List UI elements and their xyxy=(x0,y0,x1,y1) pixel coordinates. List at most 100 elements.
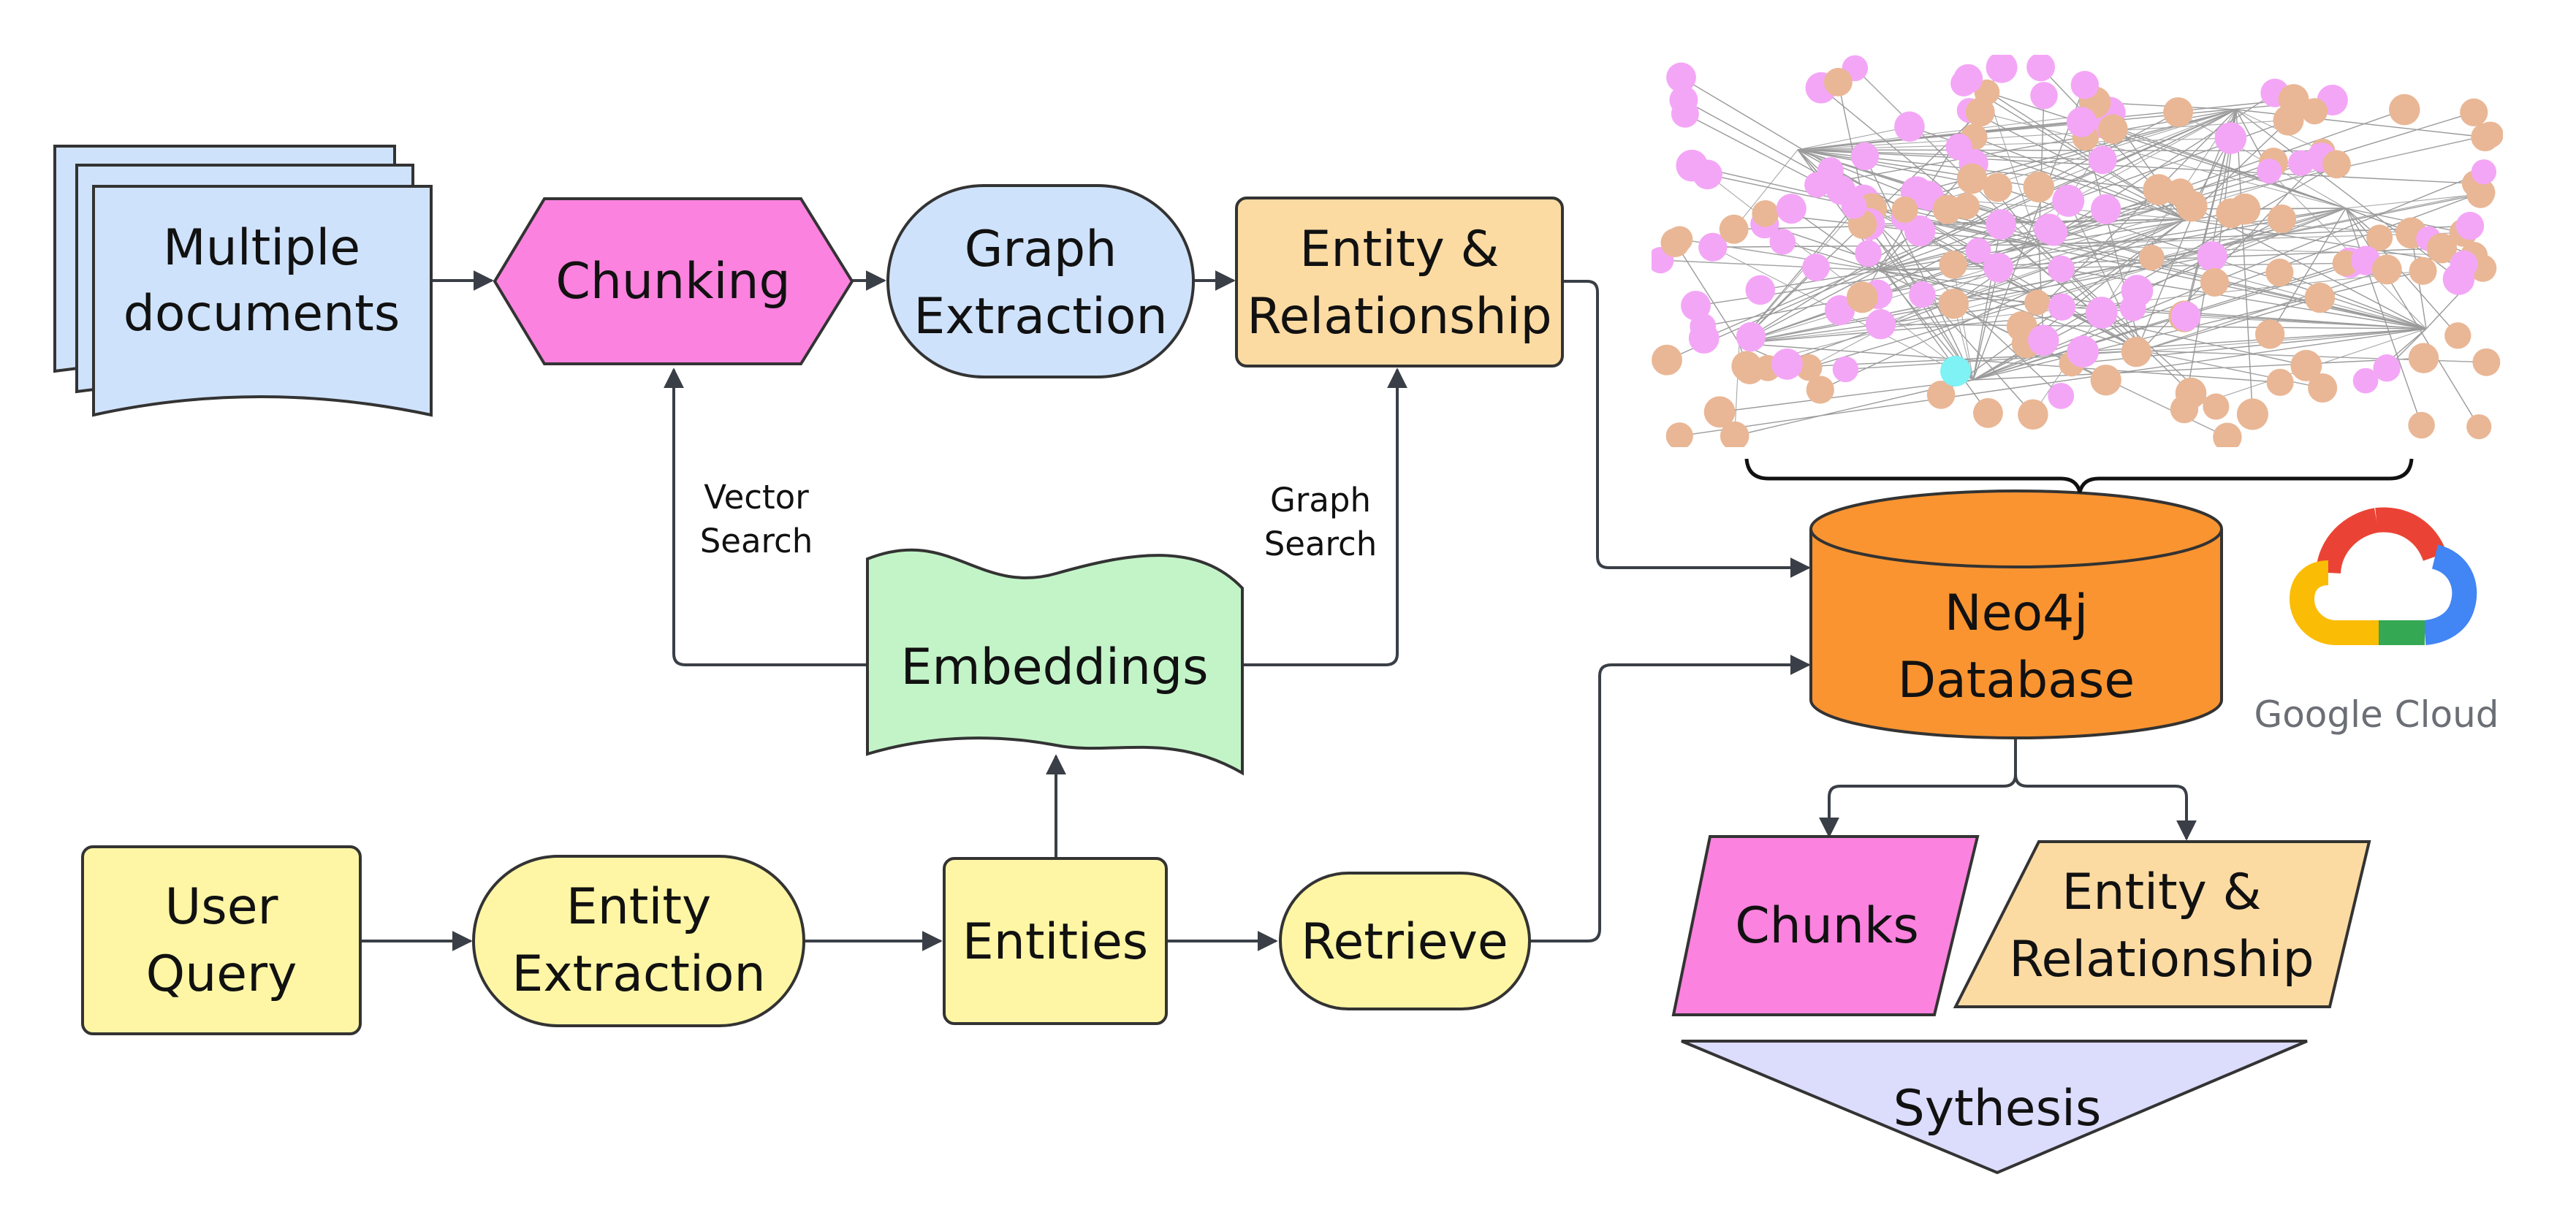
documents-node: Multiple documents xyxy=(53,145,433,417)
user-query-node: User Query xyxy=(81,845,362,1035)
graph-node xyxy=(2034,213,2064,244)
graph-edge xyxy=(1922,218,2186,295)
graph-node xyxy=(2450,250,2478,278)
graph-node xyxy=(1850,142,1880,171)
graph-node xyxy=(2426,233,2458,264)
graph-edge xyxy=(1820,218,2186,391)
entity-relationship-top-line2: Relationship xyxy=(1247,288,1551,346)
graph-edge xyxy=(2140,297,2320,351)
graph-node xyxy=(1720,421,1749,447)
graph-node xyxy=(1894,111,1925,142)
graph-edge xyxy=(2135,109,2237,352)
graph-node xyxy=(2460,98,2488,126)
graph-edge xyxy=(2345,207,2458,336)
graph-node xyxy=(1669,85,1698,115)
graph-nodes xyxy=(1652,55,2503,447)
graph-node xyxy=(1665,422,1693,447)
graph-edge xyxy=(1980,111,2347,209)
graph-node xyxy=(2408,343,2439,373)
edges xyxy=(360,270,2197,951)
graph-node xyxy=(1953,64,1983,94)
graph-node xyxy=(1986,209,2017,240)
chunking-node: Chunking xyxy=(493,197,854,365)
graph-node xyxy=(2070,71,2100,99)
documents-label-line2: documents xyxy=(124,285,400,343)
documents-label-line1: Multiple xyxy=(163,219,360,277)
graph-node xyxy=(1745,275,1776,305)
graph-node xyxy=(2308,373,2338,403)
graph-node xyxy=(1953,193,1980,220)
graph-edge xyxy=(1739,312,2102,344)
edge-neo4j-to-entity-relationship-bottom xyxy=(2014,774,2197,841)
graph-search-line1: Graph xyxy=(1270,481,1371,519)
graph-edge xyxy=(1666,109,2237,361)
graph-node xyxy=(2304,282,2336,313)
retrieve-node: Retrieve xyxy=(1279,872,1531,1010)
graph-node xyxy=(1956,163,1988,194)
edge-neo4j-split xyxy=(1819,738,2017,838)
graph-edge xyxy=(1841,189,2186,220)
graph-node xyxy=(1703,396,1736,428)
graph-node xyxy=(1939,251,1967,279)
graph-extraction-node: Graph Extraction xyxy=(886,184,1195,378)
graph-node xyxy=(2048,255,2075,283)
graph-node xyxy=(2090,194,2121,225)
graph-node xyxy=(2266,368,2294,396)
graph-node xyxy=(2088,145,2117,175)
graph-node xyxy=(2170,395,2199,424)
graph-node xyxy=(1832,356,1859,383)
graph-node xyxy=(2322,150,2351,179)
graph-node xyxy=(1681,291,1711,321)
google-cloud-icon xyxy=(2289,507,2477,645)
entity-relationship-bottom-line2: Relationship xyxy=(2009,931,2314,989)
graph-edge xyxy=(2235,109,2254,414)
vector-search-label: Vector Search xyxy=(700,478,813,560)
graph-node xyxy=(2214,122,2247,154)
graph-node xyxy=(1698,232,1728,262)
graph-edge xyxy=(2061,218,2186,270)
graph-edge xyxy=(1660,259,1879,271)
graph-extraction-label-line1: Graph xyxy=(965,221,1117,278)
graph-node xyxy=(1973,397,2003,428)
graph-node xyxy=(2278,84,2309,115)
google-cloud-wordmark: Google Cloud xyxy=(2254,693,2499,736)
graph-edge xyxy=(1877,270,2228,438)
graph-node xyxy=(2257,159,2282,184)
graph-node xyxy=(1965,237,1991,264)
graph-search-label: Graph Search xyxy=(1264,481,1378,563)
graph-edge xyxy=(1797,99,2294,151)
graph-edge xyxy=(1986,91,2040,245)
entity-relationship-top-node: Entity & Relationship xyxy=(1235,197,1564,367)
graph-edge xyxy=(1767,218,2186,369)
graph-node xyxy=(2229,193,2261,225)
graph-node xyxy=(1776,194,1806,224)
entity-relationship-bottom-node: Entity & Relationship xyxy=(1953,840,2371,1008)
graph-node xyxy=(2388,94,2420,126)
graph-edge xyxy=(1972,224,2002,381)
graph-edge xyxy=(2038,109,2237,188)
graph-edge xyxy=(1817,109,2237,186)
graph-node xyxy=(1841,193,1867,219)
graph-node xyxy=(1986,55,2018,83)
graph-node xyxy=(2466,414,2492,440)
graph-node xyxy=(2444,322,2471,349)
graph-node xyxy=(1983,172,2013,202)
edge-graph-search xyxy=(1242,367,1407,666)
entity-relationship-top-line1: Entity & xyxy=(1299,221,1499,278)
entity-relationship-bottom-line1: Entity & xyxy=(2062,864,2261,921)
graph-node xyxy=(2267,204,2297,234)
graph-node xyxy=(1652,344,1682,376)
graph-edge xyxy=(1739,270,2423,344)
synthesis-node: Sythesis xyxy=(1681,1040,2308,1175)
entity-extraction-line2: Extraction xyxy=(512,945,765,1003)
graph-node-highlighted xyxy=(1940,356,1971,386)
graph-edge xyxy=(2235,109,2459,280)
graph-node xyxy=(2265,258,2294,287)
graph-edge xyxy=(1739,343,2281,384)
graph-node xyxy=(2067,335,2100,367)
neo4j-line1: Neo4j xyxy=(1945,584,2088,642)
graph-edge xyxy=(2021,109,2237,327)
graph-node xyxy=(2121,275,2154,307)
vector-search-line2: Search xyxy=(700,522,813,560)
graph-edge xyxy=(1797,126,1910,151)
